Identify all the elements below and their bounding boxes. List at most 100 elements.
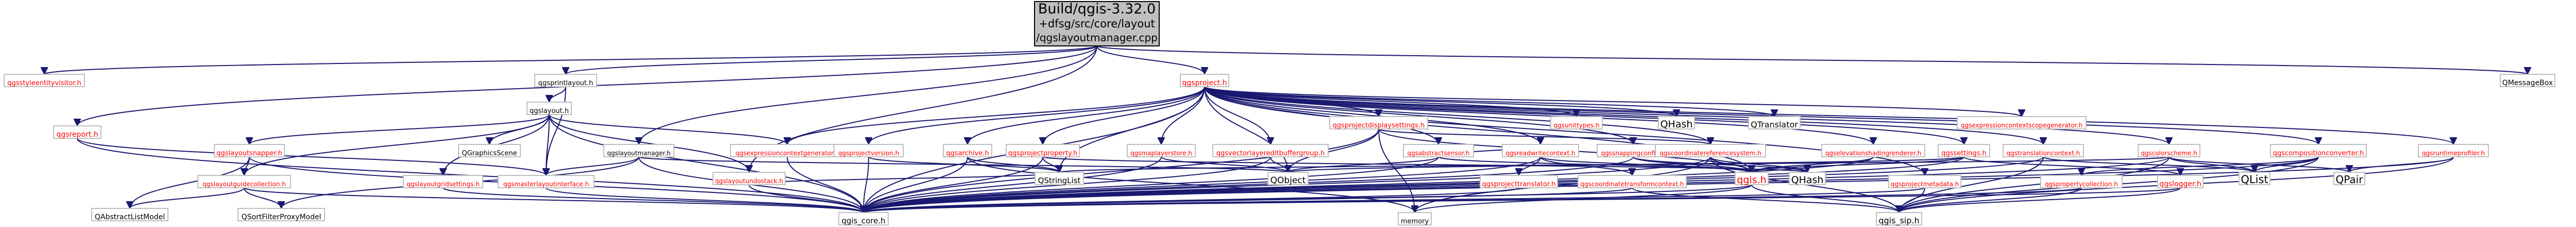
graph-node-qgspropertycollection[interactable]: qgspropertycollection.h <box>2040 175 2123 188</box>
graph-node-memory: memory <box>1398 212 1432 225</box>
include-edge <box>1204 86 2043 145</box>
include-edge <box>549 86 566 103</box>
graph-node-label: QTranslator <box>1751 120 1798 129</box>
graph-node-qgsprojectproperty[interactable]: qgsprojectproperty.h <box>1006 144 1080 157</box>
graph-node-qgstranslationcontext[interactable]: qgstranslationcontext.h <box>2003 144 2084 157</box>
graph-node-label: qgis_sip.h <box>1878 216 1919 226</box>
graph-node-qgsunittypes[interactable]: qgsunittypes.h <box>1550 116 1603 129</box>
graph-node-box <box>1735 172 1769 185</box>
graph-node-qgslayoutgridsettings[interactable]: qgslayoutgridsettings.h <box>403 175 483 188</box>
graph-node-qgssettings[interactable]: qgssettings.h <box>1938 144 1990 157</box>
graph-node-box <box>2157 175 2204 188</box>
graph-node-QGraphicsScene: QGraphicsScene <box>458 144 521 157</box>
graph-node-qgsprojectmetadata[interactable]: qgsprojectmetadata.h <box>1888 175 1961 188</box>
include-edge <box>1899 156 2170 213</box>
graph-node-box <box>238 208 325 221</box>
graph-node-label: qgsarchive.h <box>946 150 989 157</box>
include-edge <box>1204 86 1873 145</box>
include-edge <box>1378 128 1710 145</box>
graph-node-box <box>834 144 904 157</box>
graph-node-box <box>2003 144 2084 157</box>
graph-node-qgsprojectversion[interactable]: qgsprojectversion.h <box>834 144 904 157</box>
graph-node-qgslayoutsnapper[interactable]: qgslayoutsnapper.h <box>214 144 285 157</box>
graph-node-label: qgsprojectproperty.h <box>1008 150 1078 157</box>
graph-node-box <box>91 208 168 221</box>
graph-node-label: memory <box>1401 218 1429 225</box>
graph-node-label: qgslayoutsnapper.h <box>216 150 282 157</box>
graph-node-label: qgsunittypes.h <box>1553 122 1599 129</box>
graph-node-QHashS: QHash <box>1658 116 1695 130</box>
include-edge <box>863 128 1379 213</box>
root-node-box <box>1034 1 1160 46</box>
graph-node-box <box>1480 175 1558 188</box>
include-edge <box>2081 156 2319 176</box>
graph-node-box <box>1748 116 1801 129</box>
include-edge <box>1752 156 1874 173</box>
graph-node-qgsvectorlayeredittbufferqroup[interactable]: qgsvectorlayereditbuffergroup.h <box>1212 144 1329 157</box>
include-edge <box>639 45 1097 144</box>
graph-node-qgslayout[interactable]: qgslayout.h <box>527 102 572 115</box>
graph-node-qgsexpressioncontextscopegenerator[interactable]: qgsexpressioncontextscopegenerator.h <box>1957 116 2087 129</box>
graph-node-qgsarchive[interactable]: qgsarchive.h <box>943 144 992 157</box>
include-edge <box>1204 86 1540 145</box>
graph-node-box <box>527 102 572 115</box>
graph-node-label: qgsprojectversion.h <box>838 150 900 157</box>
node-layer: Build/qgis-3.32.0 +dfsg/src/core/layout … <box>4 1 2555 226</box>
graph-node-box <box>458 144 521 157</box>
graph-node-qgis[interactable]: qgis.h <box>1735 172 1769 186</box>
graph-node-box <box>2239 172 2270 185</box>
graph-node-label: qgsexpressioncontextscopegenerator.h <box>1961 122 2082 129</box>
graph-node-box <box>1127 144 1196 157</box>
include-edge <box>1204 86 1288 172</box>
graph-node-qgsprojecttranslator[interactable]: qgsprojecttranslator.h <box>1480 175 1558 188</box>
graph-node-box <box>1212 144 1329 157</box>
graph-node-qgsreadwritecontext[interactable]: qgsreadwritecontext.h <box>1502 144 1579 157</box>
graph-node-qgscoordinatereferencesystem[interactable]: qgscoordinatereferencesystem.h <box>1655 144 1766 157</box>
graph-node-label: QList <box>2241 173 2268 186</box>
graph-node-qgslogger[interactable]: qgslogger.h <box>2157 175 2204 188</box>
graph-node-qgscolorscheme[interactable]: qgscolorscheme.h <box>2138 144 2200 157</box>
include-edge <box>549 114 863 213</box>
include-edge <box>863 184 1752 213</box>
graph-node-QStringList: QStringList <box>1035 172 1084 185</box>
root-node-line-1: Build/qgis-3.32.0 <box>1038 1 1156 17</box>
graph-node-box <box>2040 175 2123 188</box>
graph-node-label: QStringList <box>1038 176 1081 185</box>
graph-node-qgsmaplayerstore[interactable]: qgsmaplayerstore.h <box>1127 144 1196 157</box>
graph-node-label: QGraphicsScene <box>462 150 517 157</box>
graph-node-label: qgis_core.h <box>841 216 885 226</box>
graph-node-box <box>2333 172 2365 185</box>
graph-node-qgsmasterlayoutinterface[interactable]: qgsmasterlayoutinterface.h <box>498 175 595 188</box>
graph-node-label: qgsreadwritecontext.h <box>1505 150 1575 157</box>
graph-node-box <box>1006 144 1080 157</box>
include-edge <box>1204 86 2022 117</box>
graph-node-qgsstyleentityvisitor[interactable]: qgsstyleentityvisitor.h <box>4 74 85 87</box>
graph-node-qgselevationshadingrenderer[interactable]: qgselevationshadingrenderer.h <box>1821 144 1925 157</box>
graph-node-qgsprojectdisplaysettings[interactable]: qgsprojectdisplaysettings.h <box>1329 116 1428 129</box>
graph-node-qgsreport[interactable]: qgsreport.h <box>53 125 101 139</box>
graph-node-label: qgssnappingconfig.h <box>1601 150 1666 157</box>
graph-node-qgscoordinatetransformcontext[interactable]: qgscoordinatetransformcontext.h <box>1578 175 1687 188</box>
graph-node-label: qgsprojecttranslator.h <box>1482 181 1556 188</box>
graph-node-label: qgsreport.h <box>56 131 98 139</box>
graph-node-qgsexpressioncontextgenerator[interactable]: qgsexpressioncontextgenerator.h <box>730 144 844 157</box>
include-edge <box>44 45 1097 75</box>
include-edge <box>549 114 787 145</box>
graph-node-qgslayoutguidecollection[interactable]: qgslayoutguidecollection.h <box>197 175 291 188</box>
graph-node-qgslayoutmanager[interactable]: qgslayoutmanager.h <box>603 144 674 157</box>
graph-node-qgsruntimeprofiler[interactable]: qgsruntimeprofiler.h <box>2418 144 2489 157</box>
include-edge <box>130 187 245 209</box>
graph-node-qgsproject[interactable]: qgsproject.h <box>1180 74 1229 87</box>
include-edge <box>549 114 749 173</box>
graph-node-box <box>2418 144 2489 157</box>
graph-node-qgscompoundcolorconverter[interactable]: qgscompositionconverter.h <box>2270 144 2367 157</box>
include-edge <box>443 187 863 213</box>
include-edge <box>1415 156 1711 213</box>
graph-node-qgsprintlayout[interactable]: qgsprintlayout.h <box>534 74 597 87</box>
graph-node-qgslayoutundostack[interactable]: qgslayoutundostack.h <box>713 172 786 185</box>
graph-node-qgsabstractsensor[interactable]: qgsabstractsensor.h <box>1403 144 1474 157</box>
graph-node-box <box>1938 144 1990 157</box>
include-edge <box>863 156 1541 213</box>
graph-node-label: QHash <box>1791 174 1824 186</box>
graph-node-box <box>2500 74 2555 87</box>
